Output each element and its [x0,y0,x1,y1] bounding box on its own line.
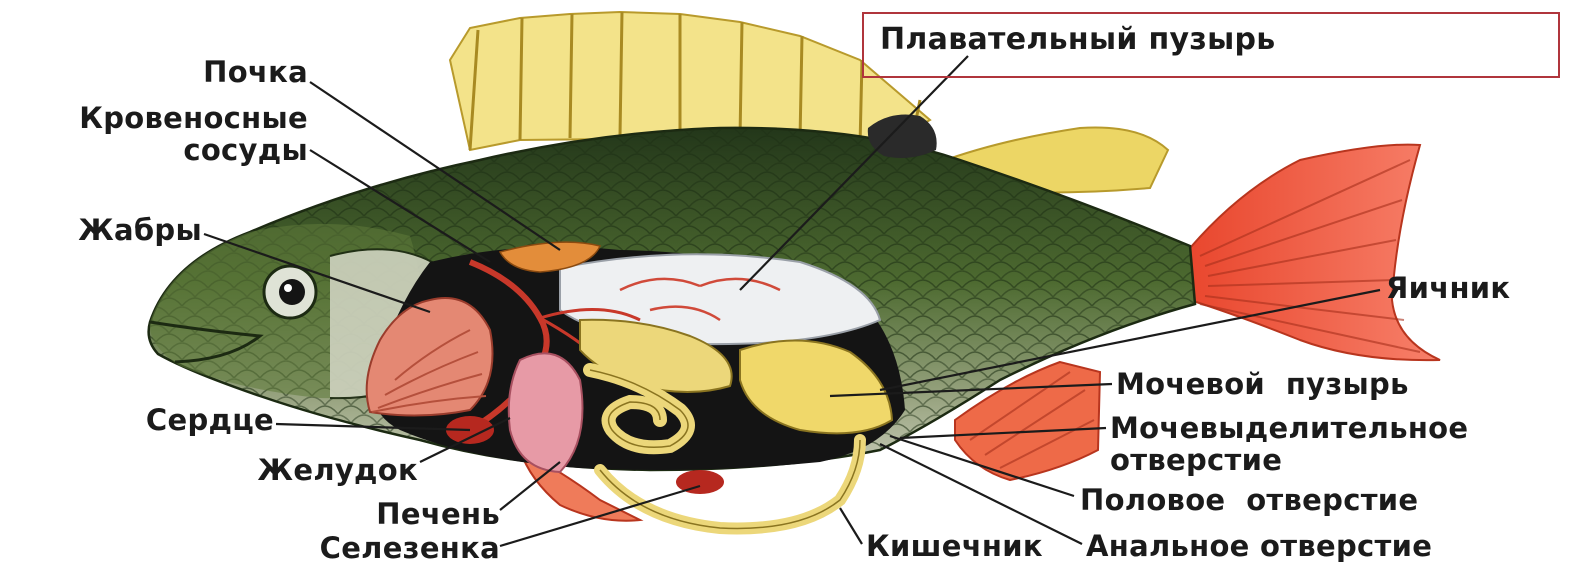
label-swim-bladder: Плавательный пузырь [880,24,1276,56]
label-genital-opening: Половое отверстие [1080,484,1418,516]
label-anal-opening: Анальное отверстие [1086,530,1432,562]
label-urinary-bladder: Мочевой пузырь [1116,368,1409,400]
label-ovary: Яичник [1386,272,1510,304]
label-urinary-opening-line1: Мочевыделительное [1110,412,1468,444]
label-gills: Жабры [78,214,202,246]
tail-fin [1190,145,1440,361]
label-intestine: Кишечник [866,530,1043,562]
label-kidney: Почка [203,56,308,88]
label-liver: Печень [376,498,500,530]
label-heart: Сердце [146,404,274,436]
label-blood-vessels-line2: сосуды [183,134,308,166]
label-spleen: Селезенка [320,532,500,564]
label-urinary-opening-line2: отверстие [1110,444,1282,476]
label-blood-vessels-line1: Кровеносные [79,102,308,134]
label-stomach: Желудок [258,454,418,486]
